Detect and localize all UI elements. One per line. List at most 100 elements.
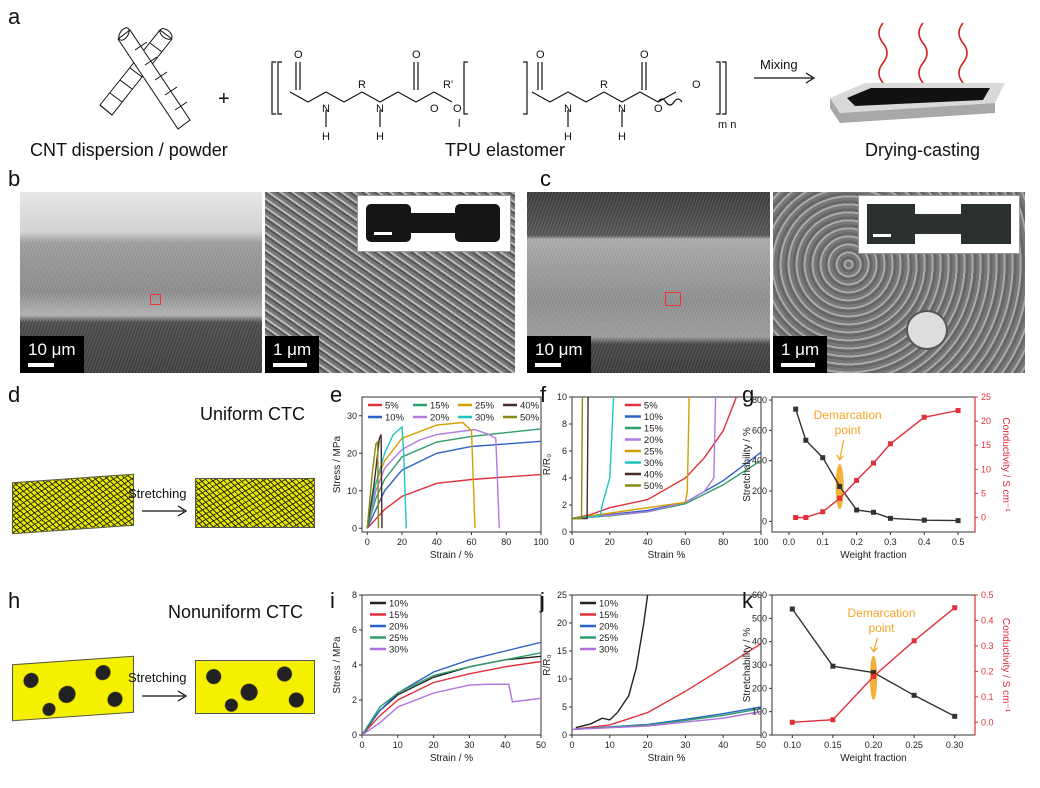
- y2-tick-label: 0.1: [981, 692, 994, 702]
- uniform-cube-after: [195, 478, 315, 528]
- x-tick-label: 0.4: [918, 537, 931, 547]
- legend-label: 10%: [644, 412, 664, 423]
- y2-tick-label: 10: [981, 464, 991, 474]
- series-line-20pct: [572, 397, 717, 520]
- data-point: [871, 669, 876, 675]
- atom-label: O: [692, 79, 701, 91]
- panel-label-f: f: [540, 382, 547, 407]
- x-tick-label: 40: [643, 537, 653, 547]
- data-point: [921, 414, 927, 420]
- y-axis-label: R/R₀: [542, 654, 553, 675]
- series-line-50pct: [572, 397, 584, 520]
- legend-label: 15%: [599, 610, 619, 621]
- y2-axis-label: Conductivity / S cm⁻¹: [1000, 417, 1011, 512]
- series-line-30pct: [366, 425, 407, 529]
- x-tick-label: 0.2: [850, 537, 863, 547]
- series-line-stretchability: [795, 408, 959, 522]
- data-point: [911, 692, 917, 698]
- atom-label: O: [430, 103, 439, 115]
- subscript-label: m n: [718, 119, 736, 131]
- caption-tpu: TPU elastomer: [445, 140, 566, 160]
- y-axis-label: Stretchability / %: [742, 427, 753, 502]
- x-axis-label: Weight fraction: [840, 550, 907, 561]
- legend-label: 20%: [599, 622, 619, 633]
- x-tick-label: 30: [464, 740, 474, 750]
- nonuniform-model-title: Nonuniform CTC: [168, 602, 304, 622]
- atom-label: O: [536, 49, 545, 61]
- legend-label: 50%: [644, 481, 664, 492]
- arrow-icon: [142, 690, 188, 702]
- y-tick-label: 5: [562, 702, 567, 712]
- x-tick-label: 80: [718, 537, 728, 547]
- sem-image-nonuniform-cross-section: 10 μm: [527, 192, 770, 373]
- y2-axis-label: Conductivity / S cm⁻¹: [1000, 618, 1011, 713]
- drying-casting-illustration: [830, 22, 1005, 123]
- legend-label: 20%: [430, 413, 450, 424]
- scale-bar: 10 μm: [527, 336, 591, 373]
- y2-tick-label: 0: [981, 513, 986, 523]
- atom-label: N: [618, 103, 626, 115]
- series-line-10pct: [572, 451, 761, 520]
- plot-frame: [361, 396, 542, 533]
- panel-label-c: c: [540, 166, 551, 191]
- legend-label: 50%: [520, 413, 540, 424]
- series-line-5pct: [572, 397, 738, 520]
- series-line-25pct: [362, 652, 541, 735]
- tpu-structure-formula: O N R N O O R' O H H l O N R N O O O H H…: [271, 49, 736, 143]
- x-axis-label: Strain %: [648, 753, 686, 764]
- x-tick-label: 100: [533, 537, 548, 547]
- y2-tick-label: 0.0: [981, 717, 994, 727]
- y-tick-label: 30: [347, 411, 357, 421]
- atom-label: R: [358, 79, 366, 91]
- y-tick-label: 8: [562, 419, 567, 429]
- x-axis-label: Strain / %: [430, 550, 473, 561]
- zoom-region-marker: [665, 292, 681, 306]
- atom-label: O: [654, 103, 663, 115]
- y-tick-label: 10: [347, 486, 357, 496]
- data-point: [830, 663, 836, 669]
- atom-label: N: [564, 103, 572, 115]
- scale-bar: 1 μm: [265, 336, 320, 373]
- y2-tick-label: 15: [981, 440, 991, 450]
- data-point: [789, 719, 795, 725]
- series-line-30pct: [572, 710, 761, 731]
- legend-label: 25%: [599, 633, 619, 644]
- data-point: [854, 507, 860, 513]
- data-point: [955, 408, 961, 413]
- sem-image-nonuniform-detail: 1 μm: [773, 192, 1025, 373]
- legend-label: 30%: [389, 645, 409, 656]
- data-point: [952, 605, 958, 611]
- x-tick-label: 50: [756, 740, 766, 750]
- x-tick-label: 0.5: [952, 537, 965, 547]
- atom-label: O: [453, 103, 462, 115]
- x-tick-label: 0.20: [865, 740, 883, 750]
- demarcation-label: Demarcation: [847, 606, 915, 620]
- y-tick-label: 2: [352, 695, 357, 705]
- y-tick-label: 500: [752, 613, 767, 623]
- legend-label: 20%: [389, 622, 409, 633]
- demarcation-label: point: [835, 423, 862, 437]
- data-point: [854, 477, 860, 483]
- x-tick-label: 20: [643, 740, 653, 750]
- demarcation-label: point: [868, 621, 895, 635]
- nonuniform-cube-after: [195, 660, 315, 714]
- legend-label: 40%: [520, 401, 540, 412]
- x-tick-label: 0.1: [816, 537, 829, 547]
- caption-cnt: CNT dispersion / powder: [30, 140, 228, 160]
- series-line-10pct: [366, 440, 541, 529]
- x-tick-label: 20: [397, 537, 407, 547]
- data-point: [952, 713, 958, 719]
- atom-label: O: [412, 49, 421, 61]
- scale-bar-label: 10 μm: [535, 340, 583, 359]
- sample-photo-inset: [858, 195, 1020, 254]
- x-tick-label: 0.25: [905, 740, 923, 750]
- series-line-10pct: [362, 655, 541, 735]
- x-tick-label: 10: [393, 740, 403, 750]
- data-point: [871, 509, 876, 515]
- atom-label: H: [564, 131, 572, 143]
- x-tick-label: 20: [429, 740, 439, 750]
